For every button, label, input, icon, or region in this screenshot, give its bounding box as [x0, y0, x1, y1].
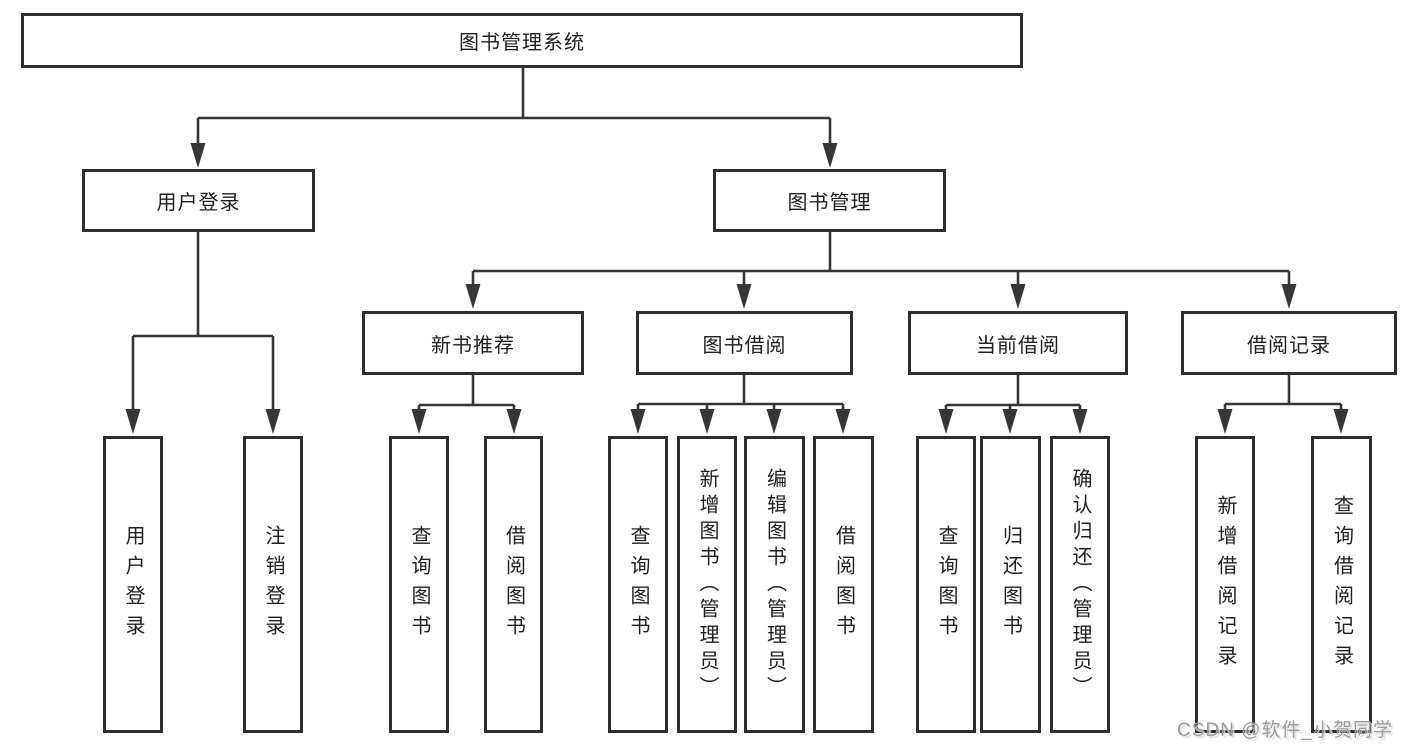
arrowhead-icon	[699, 409, 715, 434]
connector-root-to-level2	[198, 68, 830, 120]
arrowhead-icon	[822, 143, 838, 168]
arrowhead-icon	[630, 409, 646, 434]
node-query-books-current: 查询图书	[916, 436, 976, 733]
node-book-management-label: 图书管理	[787, 192, 872, 214]
connector-new-book-split	[419, 375, 514, 407]
arrowhead-icon	[1072, 409, 1088, 434]
arrowhead-icon	[1281, 284, 1297, 309]
node-current-borrowing-label: 当前借阅	[976, 334, 1060, 357]
node-borrowing-records: 借阅记录	[1181, 311, 1397, 375]
node-borrow-books-recommend-label: 借阅图书	[502, 524, 525, 645]
arrowhead-icon	[1002, 409, 1018, 434]
node-user-login: 用户登录	[82, 169, 315, 232]
arrowhead-icon	[938, 409, 954, 434]
arrowhead-icon	[125, 409, 141, 434]
node-query-books-borrowing: 查询图书	[608, 436, 668, 733]
arrowhead-icon	[190, 143, 206, 168]
arrowhead-icon	[1333, 409, 1349, 434]
node-root: 图书管理系统	[21, 13, 1023, 68]
node-query-books-current-label: 查询图书	[935, 524, 957, 645]
arrowhead-icon	[506, 409, 522, 434]
node-borrowing-records-label: 借阅记录	[1247, 334, 1331, 357]
arrowhead-icon	[835, 409, 851, 434]
node-add-borrow-record: 新增借阅记录	[1195, 436, 1255, 733]
arrowhead-icon	[465, 284, 481, 309]
connector-book-borrowing-split	[638, 375, 843, 406]
arrowheads	[125, 143, 1349, 434]
node-add-books-admin: 新增图书（管理员）	[677, 436, 737, 733]
arrowhead-icon	[1010, 284, 1026, 309]
node-add-books-admin-label: 新增图书（管理员）	[696, 467, 718, 702]
arrowhead-icon	[736, 284, 752, 309]
connector-current-borrowing-split	[946, 375, 1080, 407]
node-return-books: 归还图书	[980, 436, 1041, 733]
node-query-books-recommend: 查询图书	[389, 436, 449, 733]
node-new-book-recommend-label: 新书推荐	[431, 334, 515, 357]
node-book-management: 图书管理	[713, 169, 946, 232]
node-query-books-borrowing-label: 查询图书	[627, 524, 649, 645]
node-logout-label: 注销登录	[262, 524, 284, 645]
node-query-borrow-record-label: 查询借阅记录	[1330, 494, 1353, 675]
connector-borrowing-records-split	[1225, 375, 1341, 406]
node-edit-books-admin: 编辑图书（管理员）	[744, 436, 805, 733]
node-confirm-return-admin-label: 确认归还（管理员）	[1069, 467, 1091, 702]
arrowhead-icon	[766, 409, 782, 434]
node-logout: 注销登录	[243, 436, 303, 733]
arrowhead-icon	[411, 409, 427, 434]
node-confirm-return-admin: 确认归还（管理员）	[1050, 436, 1110, 733]
node-borrow-books-borrowing: 借阅图书	[813, 436, 874, 733]
arrowhead-icon	[1217, 409, 1233, 434]
node-borrow-books-recommend: 借阅图书	[484, 436, 543, 733]
node-user-login-label: 用户登录	[156, 192, 241, 214]
arrowhead-icon	[265, 409, 281, 434]
node-return-books-label: 归还图书	[999, 524, 1022, 645]
node-user-login-leaf: 用户登录	[103, 436, 163, 733]
node-edit-books-admin-label: 编辑图书（管理员）	[763, 467, 786, 702]
node-book-borrowing: 图书借阅	[636, 311, 853, 375]
node-query-borrow-record: 查询借阅记录	[1311, 436, 1372, 733]
node-current-borrowing: 当前借阅	[908, 311, 1128, 375]
connector-book-management-split	[473, 232, 1289, 273]
node-book-borrowing-label: 图书借阅	[702, 334, 787, 357]
node-borrow-books-borrowing-label: 借阅图书	[832, 524, 855, 645]
connector-user-login-split	[133, 232, 273, 338]
node-user-login-leaf-label: 用户登录	[122, 524, 144, 645]
node-new-book-recommend: 新书推荐	[362, 311, 584, 375]
csdn-watermark: CSDN @软件_小贺同学	[1177, 720, 1393, 741]
node-root-label: 图书管理系统	[459, 32, 585, 54]
node-add-borrow-record-label: 新增借阅记录	[1214, 494, 1236, 675]
node-query-books-recommend-label: 查询图书	[408, 524, 430, 645]
